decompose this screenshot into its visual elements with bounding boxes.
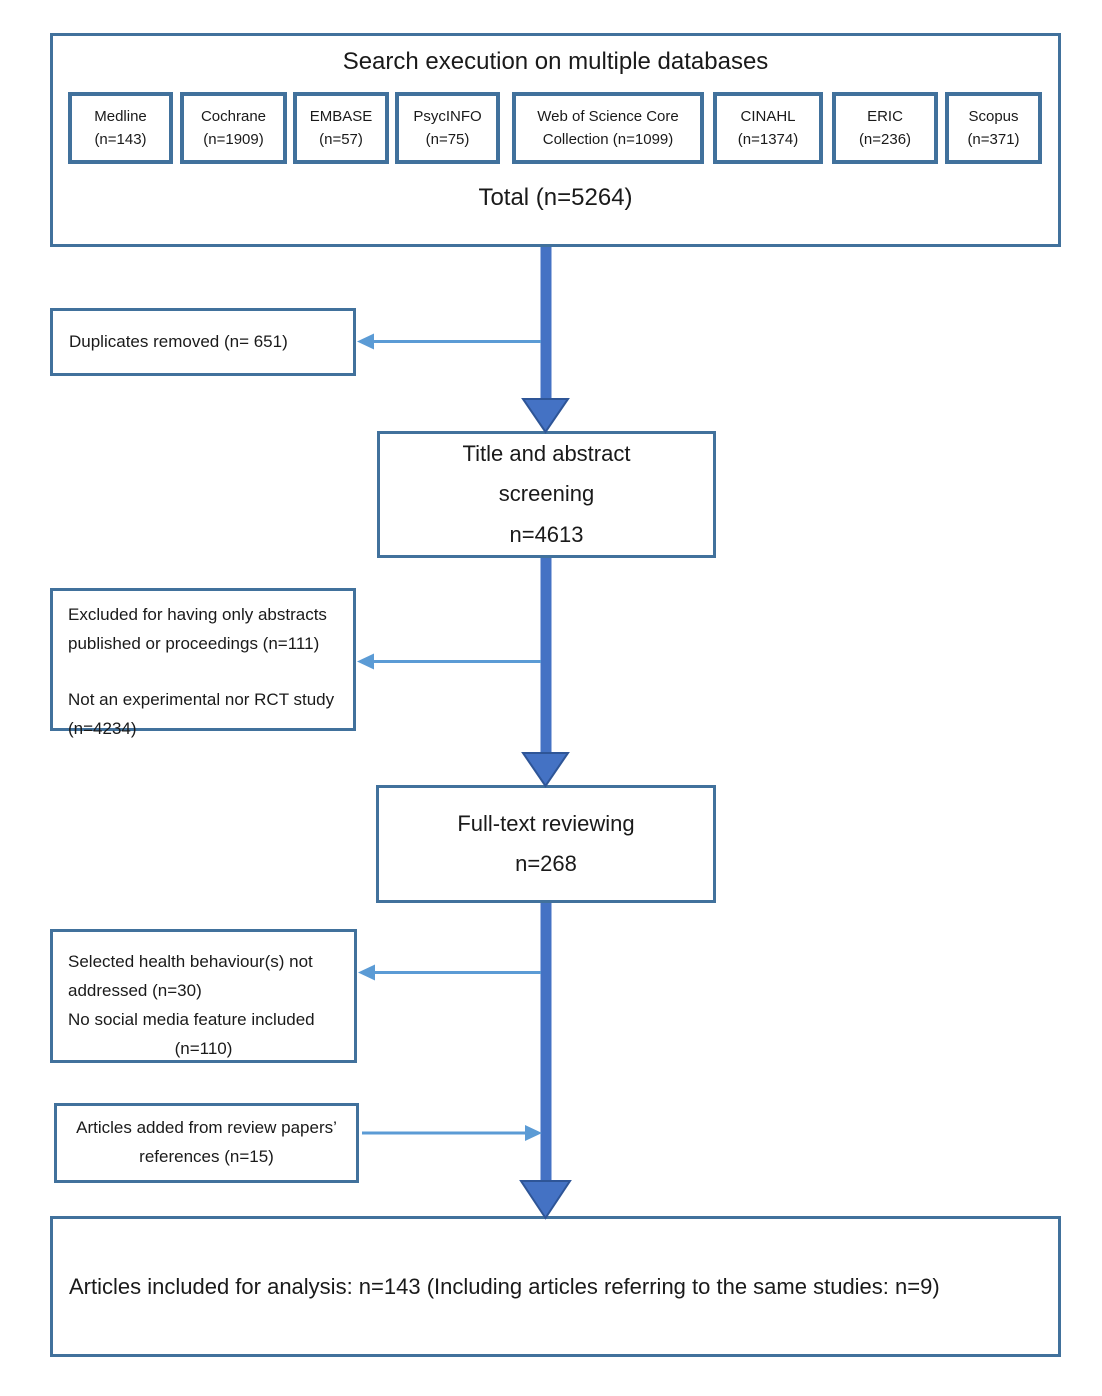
database-count: (n=143) (94, 131, 147, 148)
database-name: Cochrane (200, 107, 267, 125)
fulltext-reviewing-box: Full-text reviewing n=268 (376, 785, 716, 903)
exclusion-line: No social media feature included (68, 1009, 315, 1029)
left-arrow-screening-exclusions (357, 653, 541, 670)
stage-count: n=268 (515, 851, 577, 876)
articles-added-line: Articles added from review papers’ (76, 1118, 337, 1138)
exclusion-line: published or proceedings (n=111) (68, 633, 320, 653)
down-arrow-fulltext-to-included (519, 903, 572, 1220)
exclusion-line: Excluded for having only abstracts (68, 605, 327, 624)
database-count: Collection (n=1099) (542, 131, 674, 148)
database-box-medline: Medline (n=143) (68, 92, 173, 164)
stage-line: Full-text reviewing (457, 810, 635, 836)
database-count: (n=57) (319, 131, 363, 148)
database-count: (n=75) (425, 131, 470, 148)
exclusion-line: addressed (n=30) (68, 980, 202, 1000)
database-box-scopus: Scopus (n=371) (945, 92, 1042, 164)
database-name: ERIC (867, 107, 903, 125)
database-count: (n=371) (967, 131, 1020, 148)
search-execution-box: Search execution on multiple databases M… (50, 33, 1061, 247)
database-name: EMBASE (309, 107, 373, 125)
database-count: (n=1909) (203, 131, 264, 148)
left-arrow-duplicates (357, 333, 541, 350)
database-name: Web of Science Core (537, 107, 679, 125)
database-box-embase: EMBASE (n=57) (293, 92, 389, 164)
down-arrow-search-to-screening (521, 247, 570, 434)
database-box-cochrane: Cochrane (n=1909) (180, 92, 287, 164)
database-box-cinahl: CINAHL (n=1374) (713, 92, 823, 164)
total-count-label: Total (n=5264) (478, 184, 633, 211)
database-name: Medline (94, 107, 147, 125)
database-name: Scopus (968, 107, 1019, 125)
stage-count: n=4613 (509, 521, 584, 547)
right-arrow-articles-added (362, 1125, 542, 1141)
duplicates-removed-label: Duplicates removed (n= 651) (69, 331, 288, 351)
database-count: (n=236) (858, 131, 912, 148)
articles-added-box: Articles added from review papers’ refer… (54, 1103, 359, 1183)
database-box-web-of-science: Web of Science Core Collection (n=1099) (512, 92, 704, 164)
fulltext-exclusions-box: Selected health behaviour(s) not address… (50, 929, 357, 1063)
stage-line: Title and abstract (462, 441, 631, 467)
stage-line: screening (498, 481, 595, 507)
articles-added-line: references (n=15) (139, 1147, 274, 1166)
database-box-psycinfo: PsycINFO (n=75) (395, 92, 500, 164)
articles-included-box: Articles included for analysis: n=143 (I… (50, 1216, 1061, 1357)
database-name: PsycINFO (413, 107, 482, 125)
title-abstract-screening-box: Title and abstract screening n=4613 (377, 431, 716, 558)
exclusion-line: Not an experimental nor RCT study (68, 689, 335, 709)
database-count: (n=1374) (737, 131, 799, 148)
articles-included-label: Articles included for analysis: n=143 (I… (69, 1273, 940, 1299)
left-arrow-fulltext-exclusions (358, 964, 541, 981)
exclusion-count: (n=4234) (68, 718, 137, 738)
duplicates-removed-box: Duplicates removed (n= 651) (50, 308, 356, 376)
down-arrow-screening-to-fulltext (521, 558, 570, 788)
screening-exclusions-box: Excluded for having only abstracts publi… (50, 588, 356, 738)
search-execution-title: Search execution on multiple databases (342, 48, 769, 75)
database-box-eric: ERIC (n=236) (832, 92, 938, 164)
exclusion-count: (n=110) (174, 1038, 233, 1058)
database-name: CINAHL (740, 107, 796, 125)
exclusion-line: Selected health behaviour(s) not (68, 952, 313, 971)
